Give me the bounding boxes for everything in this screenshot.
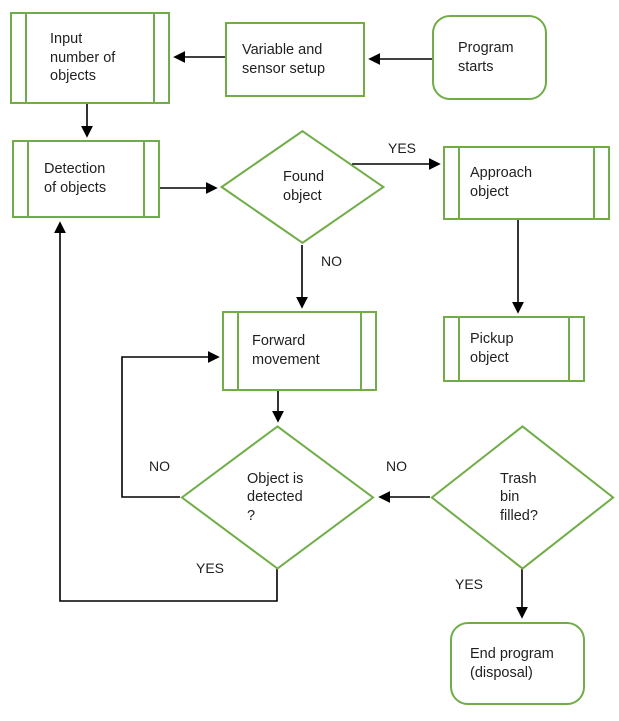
node-label: Object is detected ? <box>247 470 304 524</box>
node-forward-movement: Forward movement <box>222 311 377 391</box>
edge-object-no-loop-to-forward <box>121 351 220 498</box>
diamond-shape <box>220 130 385 244</box>
node-object-is-detected: Object is detected ? <box>180 425 375 570</box>
node-variable-sensor-setup: Variable and sensor setup <box>225 22 365 97</box>
edge-label-trash-yes: YES <box>455 576 484 592</box>
node-program-starts: Program starts <box>432 15 547 100</box>
edge-label-object-no: NO <box>149 458 170 474</box>
node-found-object: Found object <box>220 130 385 244</box>
edge-object-yes-loop-to-detection <box>54 221 278 602</box>
node-detection-of-objects: Detection of objects <box>12 140 160 218</box>
node-label: Found object <box>283 169 325 204</box>
node-input-number-objects: Input number of objects <box>10 12 170 104</box>
diamond-shape <box>430 425 615 570</box>
node-label: Input number of objects <box>50 31 116 85</box>
node-label: Program starts <box>458 39 514 75</box>
edge-label-found-no: NO <box>321 253 342 269</box>
edge-label-object-yes: YES <box>196 560 225 576</box>
node-label: Variable and sensor setup <box>242 41 326 77</box>
node-trash-bin-filled: Trash bin filled? <box>430 425 615 570</box>
node-label: Detection of objects <box>44 161 107 196</box>
node-label: Trash bin filled? <box>500 470 538 524</box>
node-approach-object: Approach object <box>443 146 610 220</box>
node-label: Approach object <box>470 165 533 200</box>
edge-label-found-yes: YES <box>388 140 417 156</box>
edge-label-trash-no: NO <box>386 458 407 474</box>
node-label: End program (disposal) <box>470 645 554 681</box>
node-label: Pickup object <box>470 331 514 366</box>
node-end-program: End program (disposal) <box>450 622 585 705</box>
node-pickup-object: Pickup object <box>443 316 585 382</box>
diamond-shape <box>180 425 375 570</box>
node-label: Forward movement <box>252 333 320 368</box>
